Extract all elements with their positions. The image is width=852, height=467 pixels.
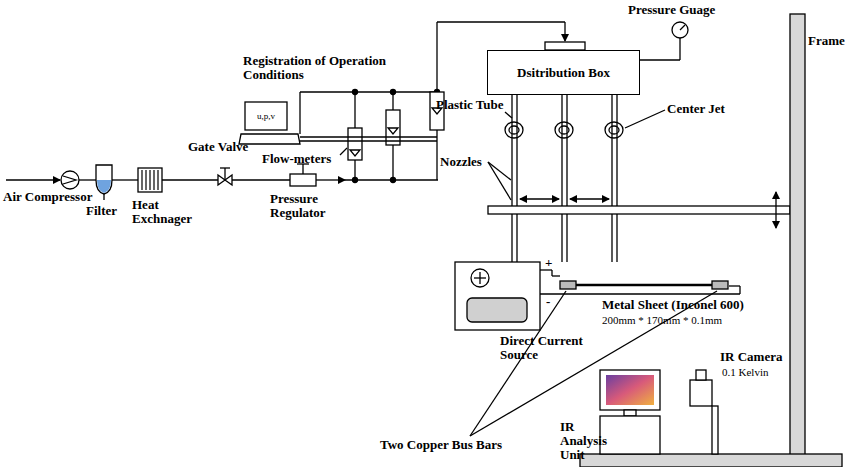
part-label: Gate Valve <box>188 140 248 154</box>
node-text: u,p,v <box>257 111 275 121</box>
distribution-box: Dsitribution Box <box>487 50 640 95</box>
part-label: Filter <box>86 204 117 218</box>
part-label: Plastic Tube <box>436 98 504 112</box>
monitor-screen: u,p,v <box>247 104 285 128</box>
part-label: Direct Current Source <box>500 334 610 362</box>
part-label: Flow-meters <box>262 152 331 166</box>
node-text: Dsitribution Box <box>517 65 610 81</box>
part-label: + <box>545 256 552 270</box>
part-label: 0.1 Kelvin <box>722 366 768 379</box>
part-label: Frame <box>808 34 845 48</box>
part-label: Pressure Regulator <box>270 192 350 220</box>
part-label: Air Compressor <box>3 190 92 204</box>
part-label: Metal Sheet (Inconel 600) <box>602 298 744 312</box>
part-label: Heat Exchnager <box>132 198 212 226</box>
part-label: Center Jet <box>667 102 725 116</box>
part-label: - <box>546 295 550 309</box>
part-label: Nozzles <box>440 155 482 169</box>
part-label: IR Analysis Unit <box>560 420 600 462</box>
part-label: Pressure Guage <box>628 3 715 17</box>
part-label: 200mm * 170mm * 0.1mm <box>602 314 722 327</box>
part-label: Two Copper Bus Bars <box>380 438 502 452</box>
part-label: IR Camera <box>720 350 782 364</box>
part-label: Registration of Operation Conditions <box>243 54 393 82</box>
